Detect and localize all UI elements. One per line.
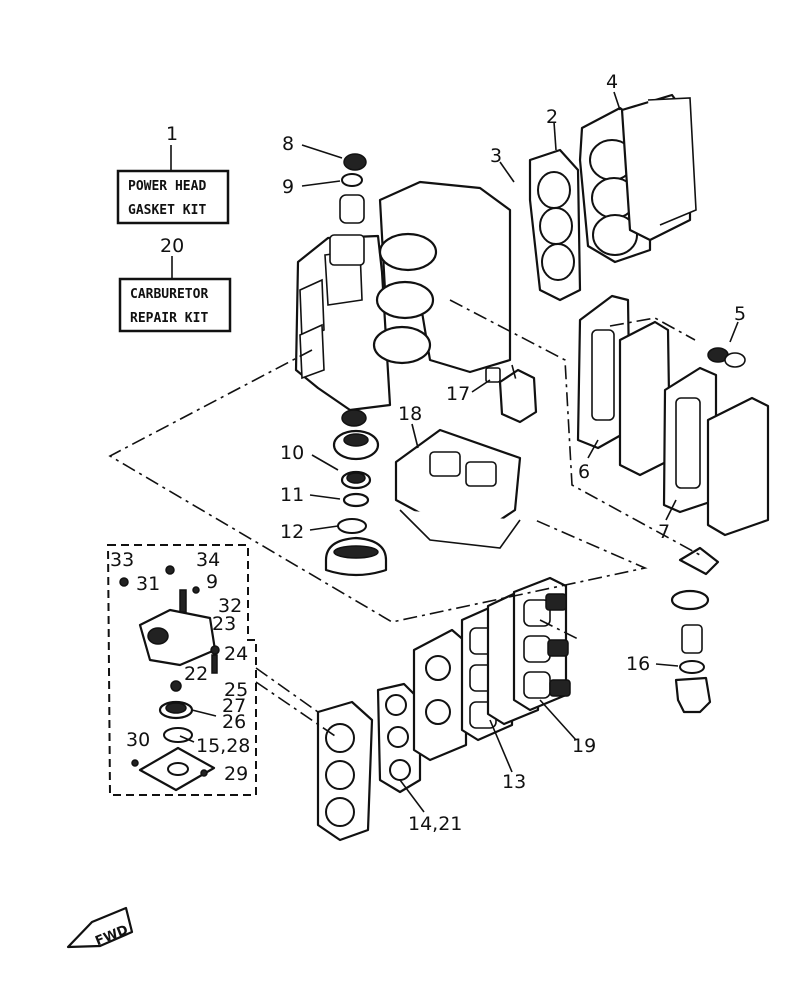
callout-32: 32	[218, 595, 242, 617]
kit-1-line1: POWER HEAD	[128, 179, 206, 194]
kit-1-line2: GASKET KIT	[128, 203, 206, 218]
exhaust-cover-gaskets	[576, 294, 770, 537]
callout-13: 13	[502, 771, 526, 793]
assembly-lines	[108, 299, 701, 739]
cylinder-gaskets	[528, 93, 697, 302]
callout-7: 7	[658, 521, 670, 543]
crankcase-block	[294, 153, 512, 412]
callout-3: 3	[490, 145, 502, 167]
callout-24: 24	[224, 643, 248, 665]
water-pump-parts	[670, 546, 720, 714]
callout-10: 10	[280, 442, 304, 464]
callout-6: 6	[578, 461, 590, 483]
callout-27: 27	[222, 695, 246, 717]
kit-20-line1: CARBURETOR	[130, 287, 208, 302]
callout-15-28: 15,28	[196, 735, 250, 757]
carburetor-box	[106, 544, 257, 796]
callout-29: 29	[224, 763, 248, 785]
lower-seals	[324, 409, 388, 577]
callout-30: 30	[126, 729, 150, 751]
callout-labels: 8 9 3 2 4 5 6 7 17 18 10 11 12 16 19 13 …	[110, 71, 746, 835]
intake-manifold-group	[316, 576, 571, 842]
thermostat	[485, 367, 538, 424]
callout-23: 23	[212, 613, 236, 635]
callout-8: 8	[282, 133, 294, 155]
callout-2: 2	[546, 106, 558, 128]
power-head-gasket-kit-box: 1 POWER HEAD GASKET KIT	[116, 123, 230, 225]
callout-19: 19	[572, 735, 596, 757]
callout-11: 11	[280, 484, 304, 506]
callout-17: 17	[446, 383, 470, 405]
callout-9b: 9	[206, 571, 218, 593]
callout-18: 18	[398, 403, 422, 425]
forward-arrow: FWD	[66, 906, 134, 949]
callout-31: 31	[136, 573, 160, 595]
callout-16: 16	[626, 653, 650, 675]
callout-5: 5	[734, 303, 746, 325]
callout-14-21: 14,21	[408, 813, 462, 835]
callout-22: 22	[184, 663, 208, 685]
kit-20-line2: REPAIR KIT	[130, 311, 208, 326]
carburetor-repair-kit-box: 20 CARBURETOR REPAIR KIT	[118, 235, 232, 333]
callout-4: 4	[606, 71, 618, 93]
callout-1: 1	[166, 123, 178, 145]
callout-12: 12	[280, 521, 304, 543]
callout-33: 33	[110, 549, 134, 571]
callout-34: 34	[196, 549, 220, 571]
callout-25: 25	[224, 679, 248, 701]
callout-26: 26	[222, 711, 246, 733]
callout-20: 20	[160, 235, 184, 257]
exhaust-gasket-18	[394, 428, 522, 549]
callout-9a: 9	[282, 176, 294, 198]
leader-lines	[179, 91, 739, 813]
